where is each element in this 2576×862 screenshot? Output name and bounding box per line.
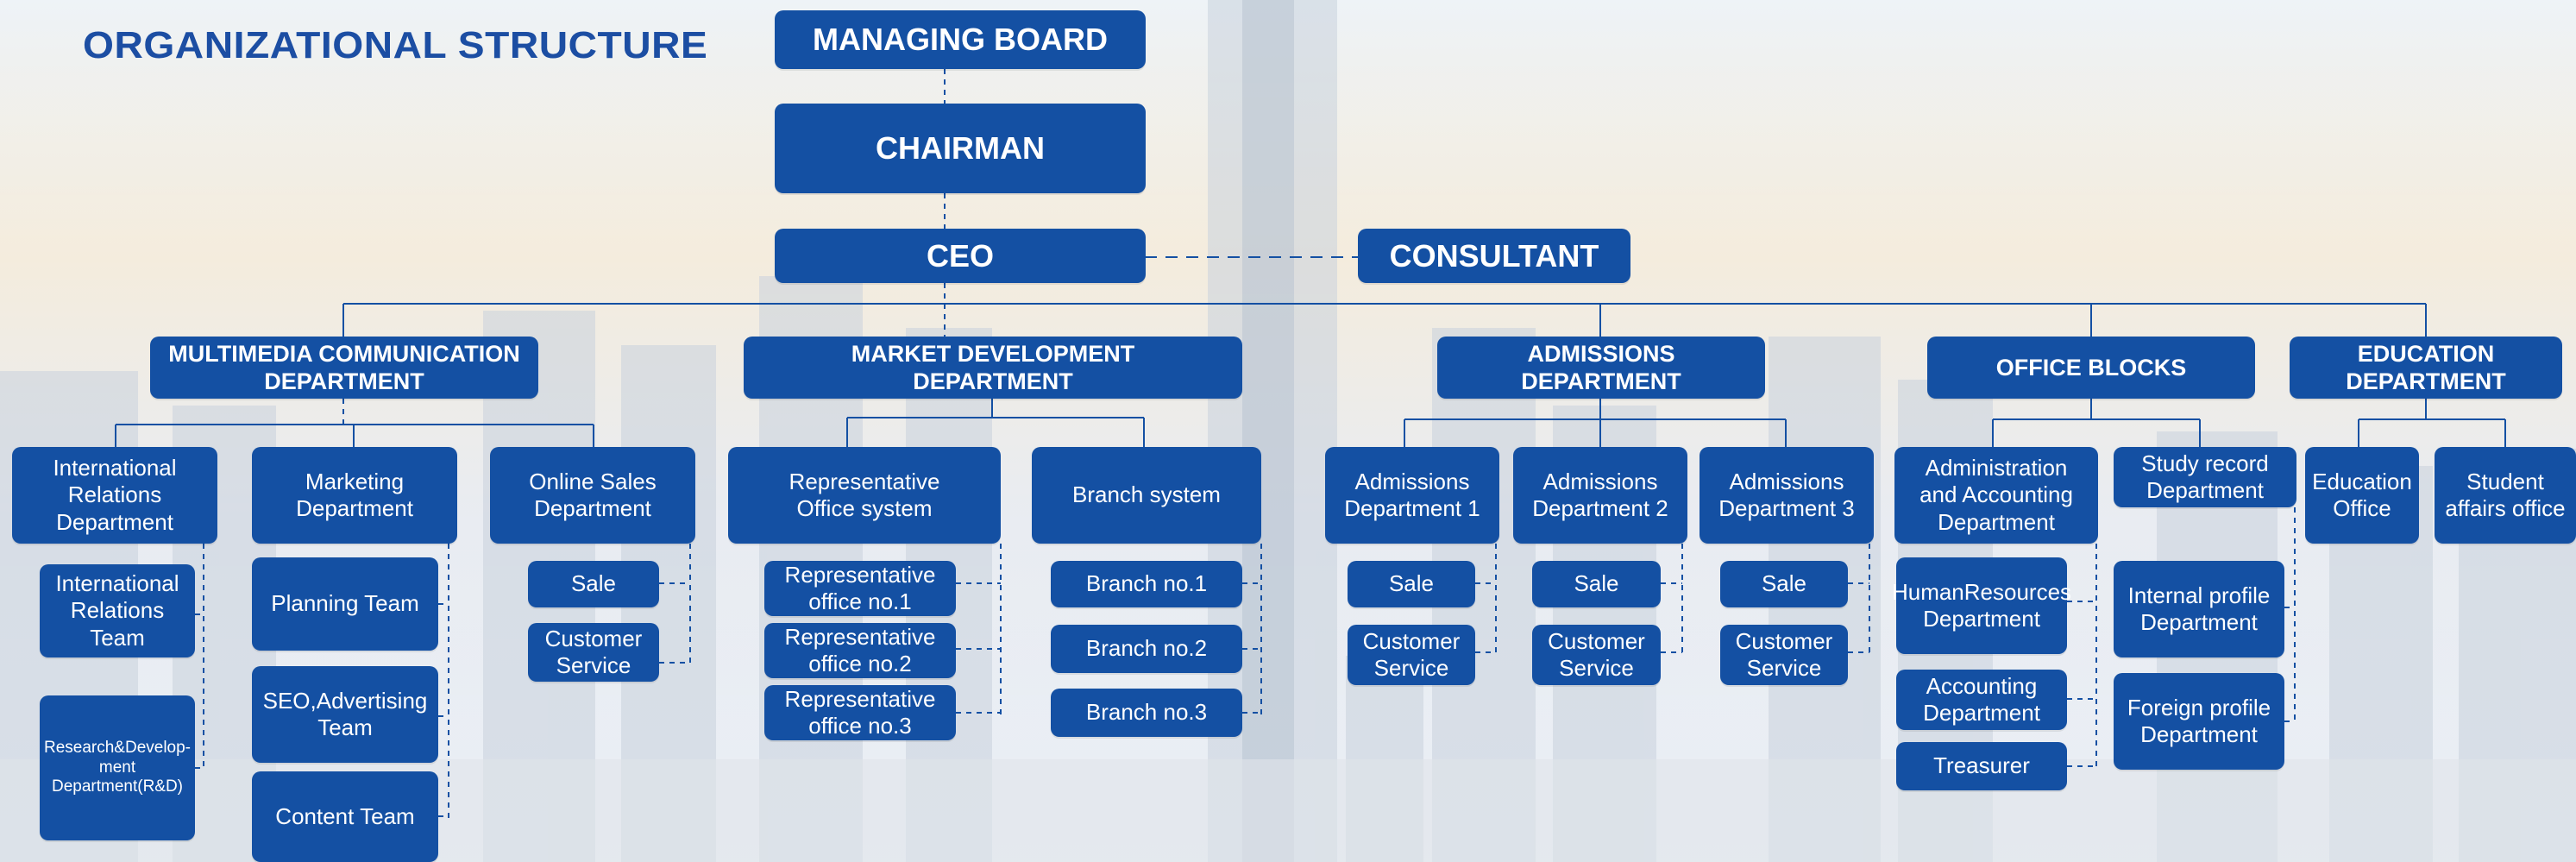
- human-resources-department-node: HumanResources Department: [1892, 557, 2071, 654]
- accounting-department-node: Accounting Department: [1896, 670, 2067, 730]
- online-sales-department-node: Online Sales Department: [490, 447, 695, 544]
- student-affairs-office-node: Student affairs office: [2435, 447, 2576, 544]
- office-blocks-node: OFFICE BLOCKS: [1927, 337, 2255, 399]
- treasurer-node: Treasurer: [1896, 742, 2067, 790]
- admissions-1-sale-node: Sale: [1348, 561, 1475, 607]
- planning-team-node: Planning Team: [252, 557, 438, 651]
- market-development-department-node: MARKET DEVELOPMENT DEPARTMENT: [744, 337, 1242, 399]
- international-relations-team-node: International Relations Team: [40, 564, 195, 658]
- chairman-node: CHAIRMAN: [775, 104, 1146, 193]
- branch-1-node: Branch no.1: [1051, 561, 1242, 607]
- representative-office-2-node: Representative office no.2: [764, 623, 956, 678]
- representative-office-1-node: Representative office no.1: [764, 561, 956, 616]
- branch-2-node: Branch no.2: [1051, 625, 1242, 673]
- page-title: ORGANIZATIONAL STRUCTURE: [83, 24, 708, 66]
- internal-profile-department-node: Internal profile Department: [2114, 561, 2284, 658]
- branch-3-node: Branch no.3: [1051, 689, 1242, 737]
- managing-board-node: MANAGING BOARD: [775, 10, 1146, 69]
- international-relations-department-node: International Relations Department: [12, 447, 217, 544]
- admissions-3-sale-node: Sale: [1720, 561, 1848, 607]
- admissions-1-customer-service-node: Customer Service: [1348, 625, 1475, 685]
- admissions-department-1-node: Admissions Department 1: [1325, 447, 1499, 544]
- representative-office-3-node: Representative office no.3: [764, 685, 956, 740]
- representative-office-system-node: Representative Office system: [728, 447, 1001, 544]
- content-team-node: Content Team: [252, 771, 438, 862]
- consultant-node: CONSULTANT: [1358, 229, 1630, 283]
- administration-accounting-department-node: Administration and Accounting Department: [1894, 447, 2098, 544]
- online-sale-node: Sale: [528, 561, 659, 607]
- admissions-2-sale-node: Sale: [1532, 561, 1661, 607]
- foreign-profile-department-node: Foreign profile Department: [2114, 673, 2284, 770]
- admissions-2-customer-service-node: Customer Service: [1532, 625, 1661, 685]
- seo-advertising-team-node: SEO,Advertising Team: [252, 666, 438, 763]
- admissions-department-3-node: Admissions Department 3: [1700, 447, 1874, 544]
- education-office-node: Education Office: [2305, 447, 2419, 544]
- admissions-3-customer-service-node: Customer Service: [1720, 625, 1848, 685]
- education-department-node: EDUCATION DEPARTMENT: [2290, 337, 2562, 399]
- multimedia-department-node: MULTIMEDIA COMMUNICATION DEPARTMENT: [150, 337, 538, 399]
- online-customer-service-node: Customer Service: [528, 623, 659, 682]
- study-record-department-node: Study record Department: [2114, 447, 2296, 507]
- marketing-department-node: Marketing Department: [252, 447, 457, 544]
- branch-system-node: Branch system: [1032, 447, 1261, 544]
- ceo-node: CEO: [775, 229, 1146, 283]
- admissions-department-2-node: Admissions Department 2: [1513, 447, 1687, 544]
- admissions-department-node: ADMISSIONS DEPARTMENT: [1437, 337, 1765, 399]
- rnd-department-node: Research&Develop- ment Department(R&D): [40, 695, 195, 840]
